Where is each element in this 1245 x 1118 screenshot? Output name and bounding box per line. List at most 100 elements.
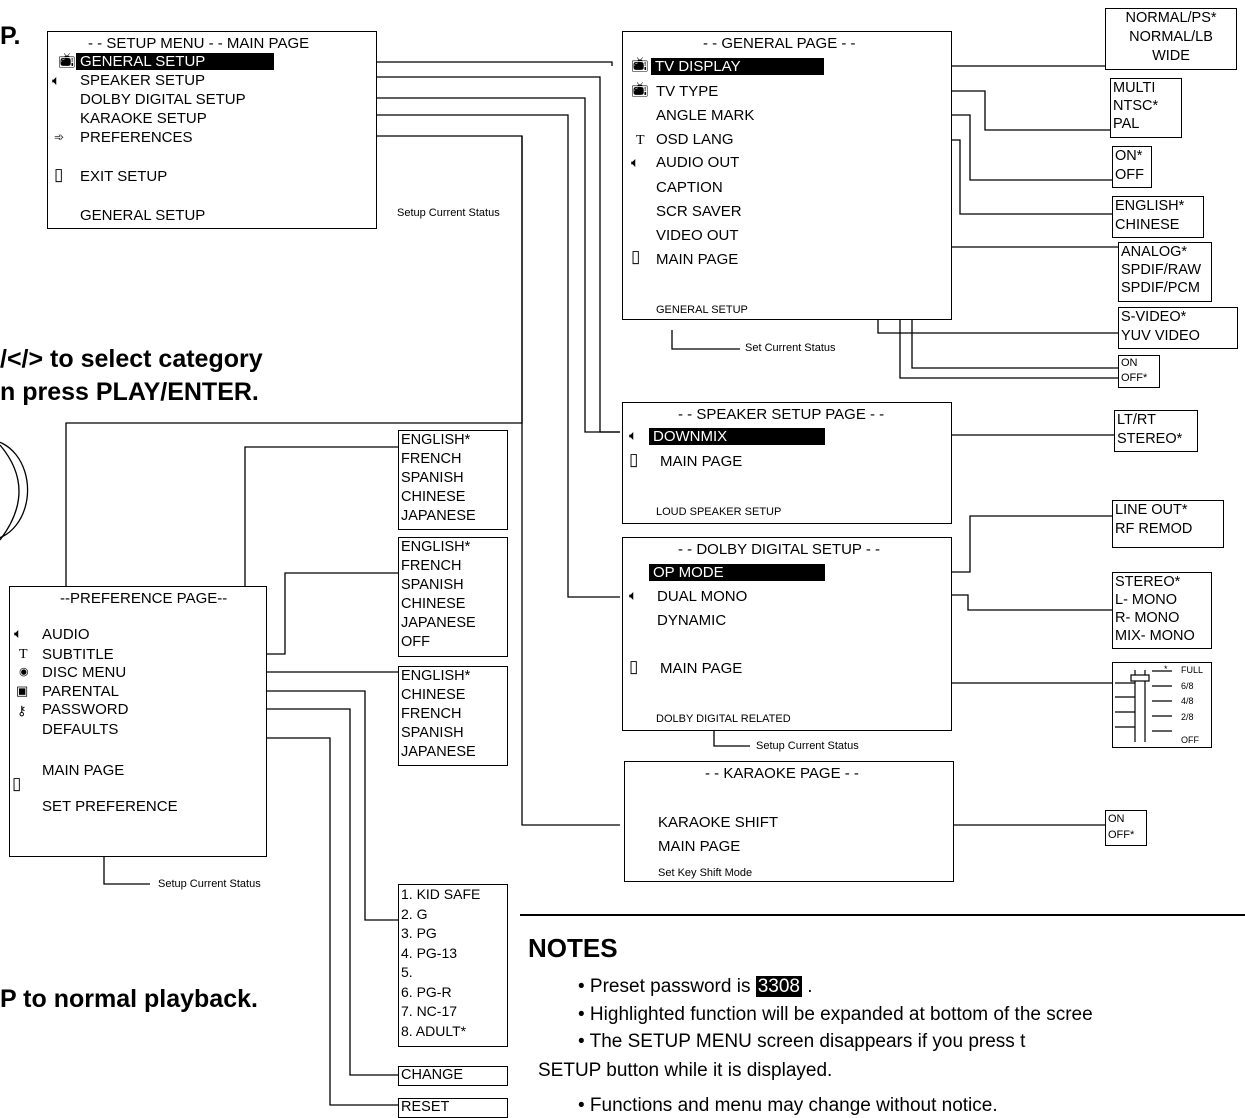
option[interactable]: OFF* xyxy=(1108,829,1135,841)
option[interactable]: CHINESE xyxy=(1115,217,1180,233)
dynamic-option-2-8[interactable]: 2/8 xyxy=(1181,712,1194,722)
general-page-panel: - - GENERAL PAGE - - 📺︎ TV DISPLAY 📺︎ TV… xyxy=(622,31,952,320)
option[interactable]: 7. NC-17 xyxy=(401,1003,458,1019)
tv-icon: 📺︎ xyxy=(631,56,649,72)
option[interactable]: OFF xyxy=(401,634,430,650)
instruction-line-1: /</> to select category xyxy=(0,345,263,373)
karaoke-item-shift[interactable]: KARAOKE SHIFT xyxy=(658,814,779,831)
option[interactable]: FRENCH xyxy=(401,706,462,722)
preferences-icon: ➾ xyxy=(54,130,65,144)
preference-item-disc-menu[interactable]: DISC MENU xyxy=(42,664,127,681)
general-item-tv-display[interactable]: TV DISPLAY xyxy=(651,58,824,75)
menu-item-general-setup[interactable]: GENERAL SETUP xyxy=(76,53,274,70)
option[interactable]: ENGLISH* xyxy=(1115,198,1185,214)
dynamic-option-6-8[interactable]: 6/8 xyxy=(1181,681,1194,691)
option[interactable]: OFF* xyxy=(1121,372,1148,384)
menu-item-exit-setup[interactable]: EXIT SETUP xyxy=(80,168,168,185)
option[interactable]: PAL xyxy=(1113,116,1140,132)
option[interactable]: 2. G xyxy=(401,905,428,922)
option[interactable]: SPDIF/PCM xyxy=(1121,280,1200,296)
option[interactable]: ON* xyxy=(1115,148,1143,164)
speaker-item-downmix[interactable]: DOWNMIX xyxy=(649,428,825,445)
general-item-scr-saver[interactable]: SCR SAVER xyxy=(656,203,742,220)
option[interactable]: ENGLISH* xyxy=(401,539,471,555)
option[interactable]: R- MONO xyxy=(1115,610,1180,626)
general-item-main-page[interactable]: MAIN PAGE xyxy=(656,251,739,268)
reset-button[interactable]: RESET xyxy=(401,1099,450,1115)
dynamic-option-full[interactable]: FULL xyxy=(1181,665,1204,675)
general-item-video-out[interactable]: VIDEO OUT xyxy=(656,227,739,244)
dolby-item-dual-mono[interactable]: DUAL MONO xyxy=(657,588,748,605)
option[interactable]: MULTI xyxy=(1113,80,1156,96)
option[interactable]: ENGLISH* xyxy=(401,432,471,448)
option[interactable]: OFF xyxy=(1115,167,1144,183)
preference-item-password[interactable]: PASSWORD xyxy=(42,701,129,718)
option[interactable]: CHINESE xyxy=(401,687,466,703)
option[interactable]: SPANISH xyxy=(401,577,464,593)
speaker-item-main-page[interactable]: MAIN PAGE xyxy=(660,453,743,470)
option[interactable]: SPANISH xyxy=(401,725,464,741)
option[interactable]: 5. xyxy=(401,964,413,980)
option[interactable]: ON xyxy=(1121,357,1138,369)
option[interactable]: SPDIF/RAW xyxy=(1121,262,1202,278)
option[interactable]: 1. KID SAFE xyxy=(401,886,481,902)
option[interactable]: NORMAL/PS* xyxy=(1125,10,1217,26)
karaoke-item-main-page[interactable]: MAIN PAGE xyxy=(658,838,741,855)
option[interactable]: YUV VIDEO xyxy=(1121,328,1200,344)
option[interactable]: 8. ADULT* xyxy=(401,1022,467,1039)
option[interactable]: STEREO* xyxy=(1117,431,1183,447)
karaoke-status-text: Set Key Shift Mode xyxy=(658,867,753,879)
option[interactable]: ENGLISH* xyxy=(401,668,471,684)
option[interactable]: 4. PG-13 xyxy=(401,944,458,961)
option[interactable]: MIX- MONO xyxy=(1115,628,1195,644)
dynamic-option-off[interactable]: OFF xyxy=(1181,735,1199,745)
option[interactable]: S-VIDEO* xyxy=(1121,309,1187,325)
option[interactable]: FRENCH xyxy=(401,451,462,467)
preference-item-audio[interactable]: AUDIO xyxy=(42,626,90,643)
dynamic-options xyxy=(1112,662,1212,748)
option[interactable]: ANALOG* xyxy=(1121,244,1188,260)
disc-icon: ◉ xyxy=(19,666,29,678)
option[interactable]: CHINESE xyxy=(401,596,466,612)
option[interactable]: LINE OUT* xyxy=(1115,502,1188,518)
menu-item-speaker-setup[interactable]: SPEAKER SETUP xyxy=(80,72,206,89)
option[interactable]: CHINESE xyxy=(401,489,466,505)
option[interactable]: ON xyxy=(1108,813,1125,825)
preference-item-subtitle[interactable]: SUBTITLE xyxy=(42,646,114,663)
option[interactable]: RF REMOD xyxy=(1115,521,1193,537)
option[interactable]: NORMAL/LB xyxy=(1129,29,1213,45)
preference-item-main-page[interactable]: MAIN PAGE xyxy=(42,762,125,779)
option[interactable]: 3. PG xyxy=(401,925,437,941)
dolby-item-main-page[interactable]: MAIN PAGE xyxy=(660,660,743,677)
speaker-status-text: LOUD SPEAKER SETUP xyxy=(656,506,782,518)
general-item-angle-mark[interactable]: ANGLE MARK xyxy=(656,107,755,124)
option[interactable]: NTSC* xyxy=(1113,98,1159,114)
dynamic-option-4-8[interactable]: 4/8 xyxy=(1181,696,1194,706)
dynamic-slider-graphic xyxy=(1115,670,1172,742)
preference-item-defaults[interactable]: DEFAULTS xyxy=(42,721,119,738)
option[interactable]: JAPANESE xyxy=(401,744,476,760)
speaker-icon: 🔈︎ xyxy=(14,625,23,641)
option[interactable]: JAPANESE xyxy=(401,615,476,631)
menu-item-dolby-digital-setup[interactable]: DOLBY DIGITAL SETUP xyxy=(80,91,246,108)
dolby-item-dynamic[interactable]: DYNAMIC xyxy=(657,612,727,629)
general-item-tv-type[interactable]: TV TYPE xyxy=(656,83,719,100)
dolby-item-op-mode[interactable]: OP MODE xyxy=(649,564,825,581)
option[interactable]: JAPANESE xyxy=(401,508,476,524)
menu-item-karaoke-setup[interactable]: KARAOKE SETUP xyxy=(80,110,207,127)
option[interactable]: FRENCH xyxy=(401,558,462,574)
option[interactable]: SPANISH xyxy=(401,470,464,486)
parental-options: 1. KID SAFE 2. G 3. PG 4. PG-13 5. 6. PG… xyxy=(398,884,508,1047)
general-item-audio-out[interactable]: AUDIO OUT xyxy=(656,154,740,171)
speaker-page-panel: - - SPEAKER SETUP PAGE - - 🔈︎ DOWNMIX ▯ … xyxy=(622,402,952,524)
option[interactable]: WIDE xyxy=(1152,48,1190,64)
option[interactable]: L- MONO xyxy=(1115,592,1178,608)
change-password-button[interactable]: CHANGE xyxy=(401,1067,464,1083)
menu-item-preferences[interactable]: PREFERENCES xyxy=(80,129,193,146)
preference-item-parental[interactable]: PARENTAL xyxy=(42,683,119,700)
general-item-osd-lang[interactable]: OSD LANG xyxy=(656,131,734,148)
option[interactable]: STEREO* xyxy=(1115,574,1181,590)
option[interactable]: LT/RT xyxy=(1117,412,1156,428)
general-item-caption[interactable]: CAPTION xyxy=(656,179,723,196)
option[interactable]: 6. PG-R xyxy=(401,983,452,1000)
